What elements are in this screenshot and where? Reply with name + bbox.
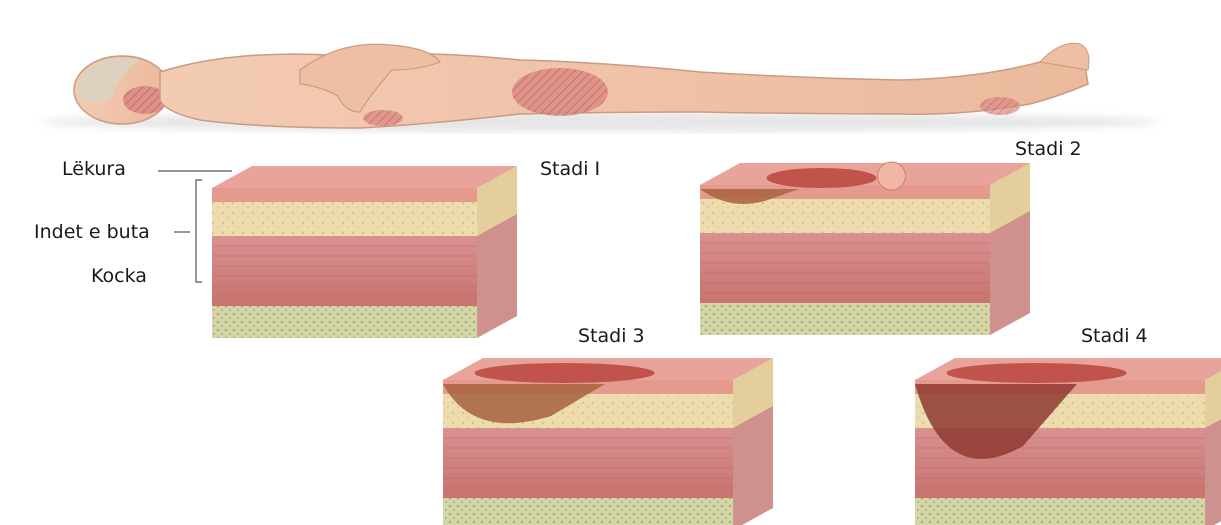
blister <box>878 162 906 190</box>
label-stage-3: Stadi 3 <box>578 325 645 347</box>
stage-4-block <box>915 358 1221 525</box>
ulcer-opening <box>475 363 655 383</box>
ulcer-opening <box>947 363 1127 383</box>
layer-skin <box>212 188 477 202</box>
label-soft-tissue: Indet e buta <box>34 221 150 243</box>
heel-pressure-area <box>980 97 1020 115</box>
stage-2-block <box>700 162 1030 335</box>
label-stage-1: Stadi I <box>540 158 600 180</box>
label-bone: Kocka <box>91 265 147 287</box>
layer-muscle <box>443 428 733 498</box>
layer-muscle <box>700 233 990 303</box>
layer-bone <box>915 498 1205 525</box>
stage-3-block <box>443 358 773 525</box>
layer-muscle <box>212 236 477 306</box>
stage-0-normal <box>212 166 517 338</box>
layer-bone <box>212 306 477 338</box>
layer-fat <box>700 199 990 233</box>
hip-pressure-area <box>512 68 608 116</box>
label-stage-4: Stadi 4 <box>1081 325 1148 347</box>
layer-bone <box>443 498 733 525</box>
label-stage-2: Stadi 2 <box>1015 138 1082 160</box>
elbow-pressure-area <box>363 110 403 126</box>
human-figure <box>40 43 1160 132</box>
ulcer-opening <box>767 168 877 188</box>
block-top <box>212 166 517 188</box>
layer-fat <box>212 202 477 236</box>
label-skin: Lëkura <box>62 158 126 180</box>
layer-bone <box>700 303 990 335</box>
tissue-blocks <box>212 162 1221 525</box>
